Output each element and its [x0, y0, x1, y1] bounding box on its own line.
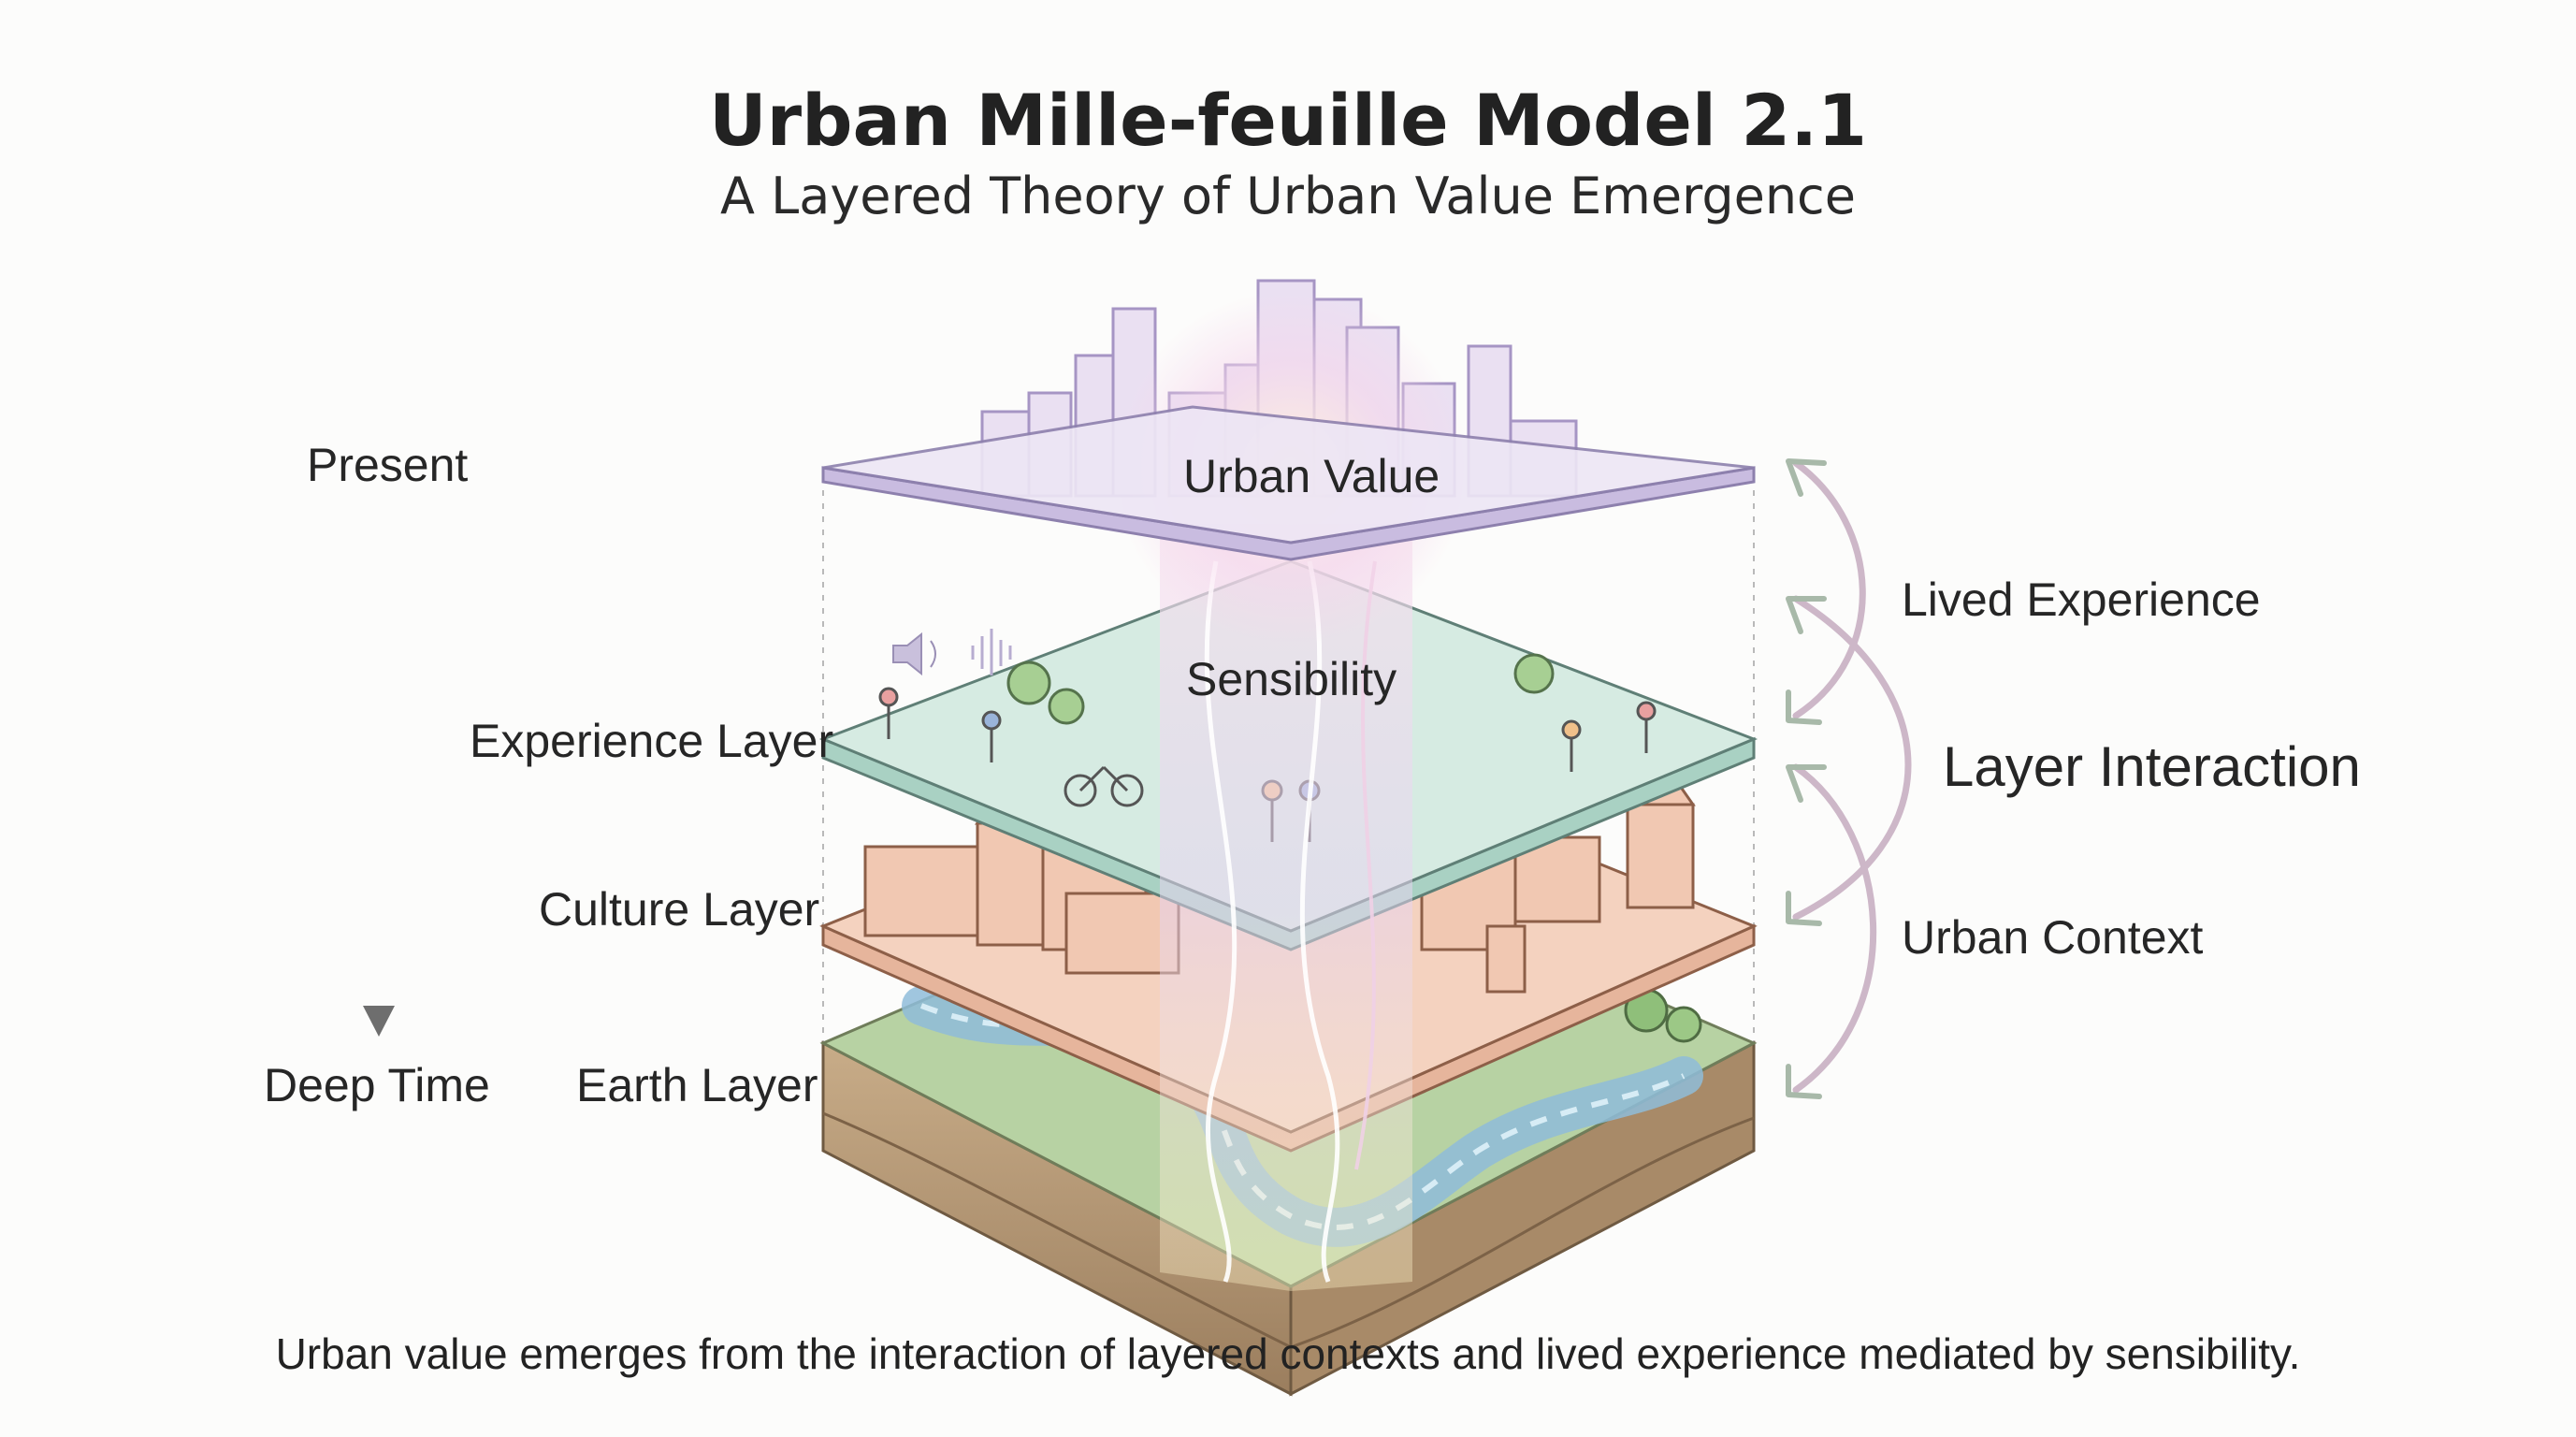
interaction-arrowheads — [1786, 458, 1827, 1099]
timeline-bottom-label: Deep Time — [264, 1059, 490, 1111]
urban-value-plate — [821, 405, 1756, 561]
sensibility-label: Sensibility — [1186, 653, 1397, 705]
page-title: Urban Mille-feuille Model 2.1 — [708, 79, 1868, 162]
page-subtitle: A Layered Theory of Urban Value Emergenc… — [720, 167, 1856, 225]
experience-layer-label: Experience Layer — [470, 715, 834, 767]
earth-layer-label: Earth Layer — [576, 1059, 818, 1111]
block-guides — [822, 477, 1755, 1113]
lived-experience-label: Lived Experience — [1902, 573, 2261, 626]
diagram-caption: Urban value emerges from the interaction… — [275, 1329, 2301, 1378]
sensibility-beam — [1160, 524, 1412, 1291]
culture-layer-label: Culture Layer — [539, 883, 820, 936]
interaction-arrows — [1792, 459, 1912, 1094]
speaker-icon — [892, 631, 936, 676]
soundwave-icon — [971, 629, 1012, 675]
timeline-top-label: Present — [307, 439, 469, 491]
layer-interaction-label: Layer Interaction — [1943, 735, 2361, 798]
bicycle-icon — [1064, 765, 1144, 807]
urban-context-label: Urban Context — [1902, 911, 2204, 964]
urban-value-label: Urban Value — [1183, 450, 1440, 502]
timeline-arrow — [363, 510, 395, 1037]
